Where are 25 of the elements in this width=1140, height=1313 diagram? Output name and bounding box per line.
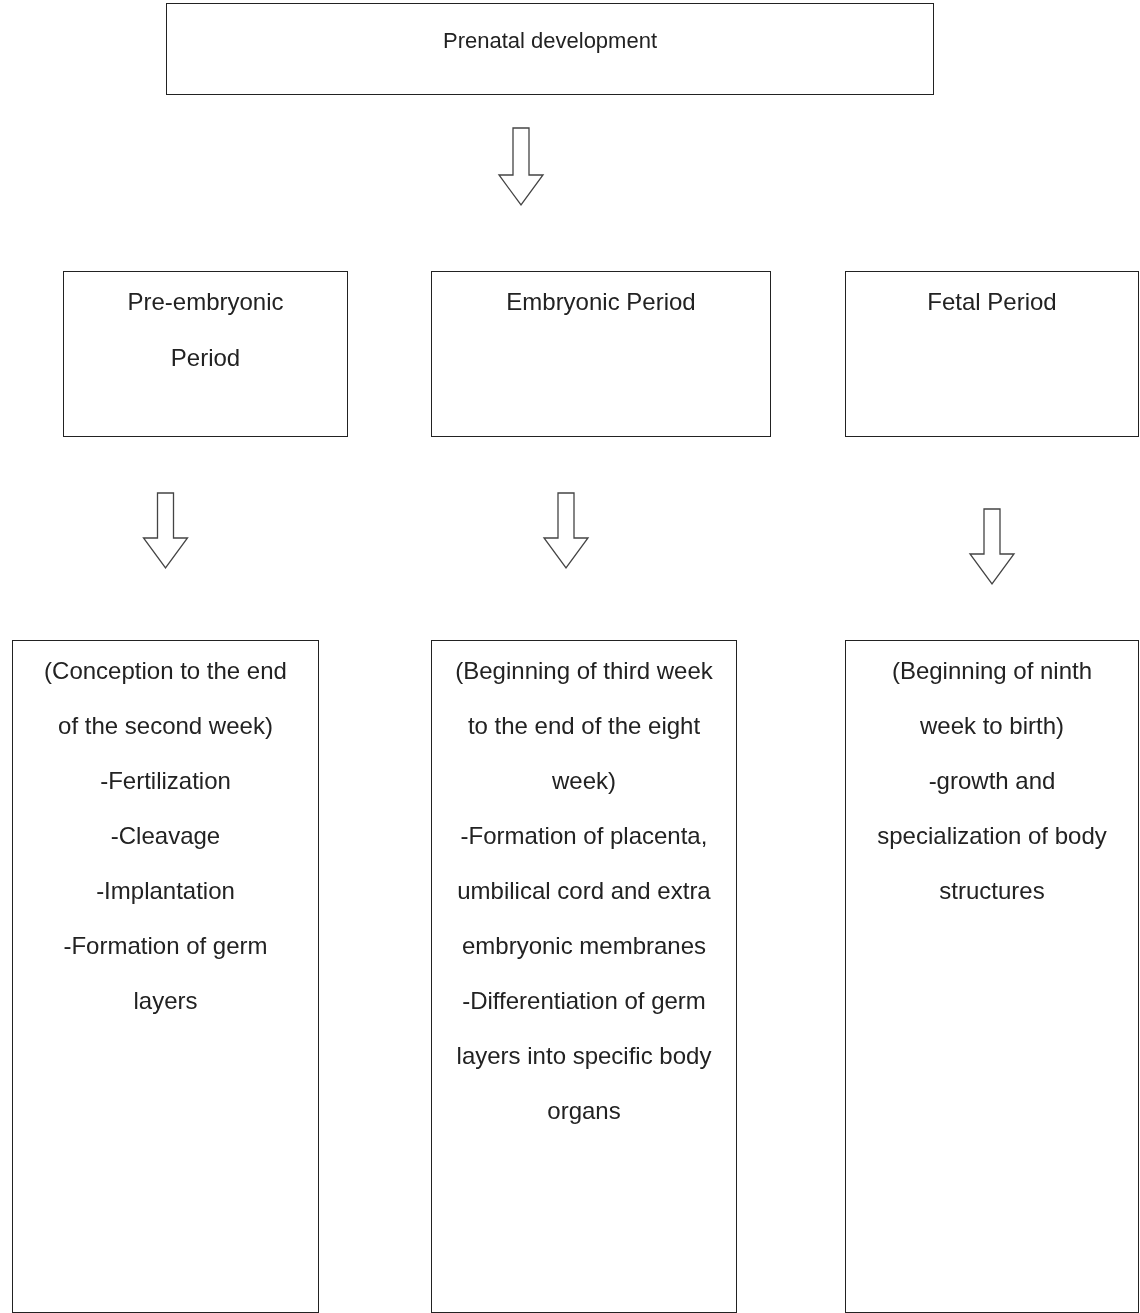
box-title: Pre-embryonic Period <box>126 287 285 373</box>
list-item-text: -Formation of germ layers <box>62 931 269 1016</box>
list-item-text: -Implantation <box>95 876 236 906</box>
description-box <box>431 640 737 1313</box>
hollow-arrow <box>497 127 545 207</box>
stage-box <box>431 271 771 437</box>
description-box <box>845 640 1139 1313</box>
hollow-arrow <box>142 492 189 570</box>
hollow-arrow <box>542 492 590 570</box>
period-range-text: (Beginning of third week to the end of the eight week) <box>454 656 714 796</box>
list-item-text: -Fertilization <box>99 766 232 796</box>
stage-box <box>63 271 348 437</box>
list-item-text: -Cleavage <box>109 821 222 851</box>
box-title: Fetal Period <box>926 287 1058 317</box>
hollow-arrow <box>968 508 1016 586</box>
box-title: Embryonic Period <box>505 287 697 317</box>
list-item-text: -Differentiation of germ layers into specific body organs <box>455 986 713 1126</box>
description-box <box>12 640 319 1313</box>
list-item-text: -Formation of placenta, umbilical cord and extra embryonic membranes <box>456 821 712 961</box>
period-range-text: (Beginning of ninth week to birth) <box>890 656 1094 741</box>
stage-box <box>166 3 934 95</box>
box-title: Prenatal development <box>442 30 658 51</box>
period-range-text: (Conception to the end of the second week) <box>43 656 288 741</box>
stage-box <box>845 271 1139 437</box>
list-item-text: -growth and specialization of body structures <box>876 766 1108 906</box>
